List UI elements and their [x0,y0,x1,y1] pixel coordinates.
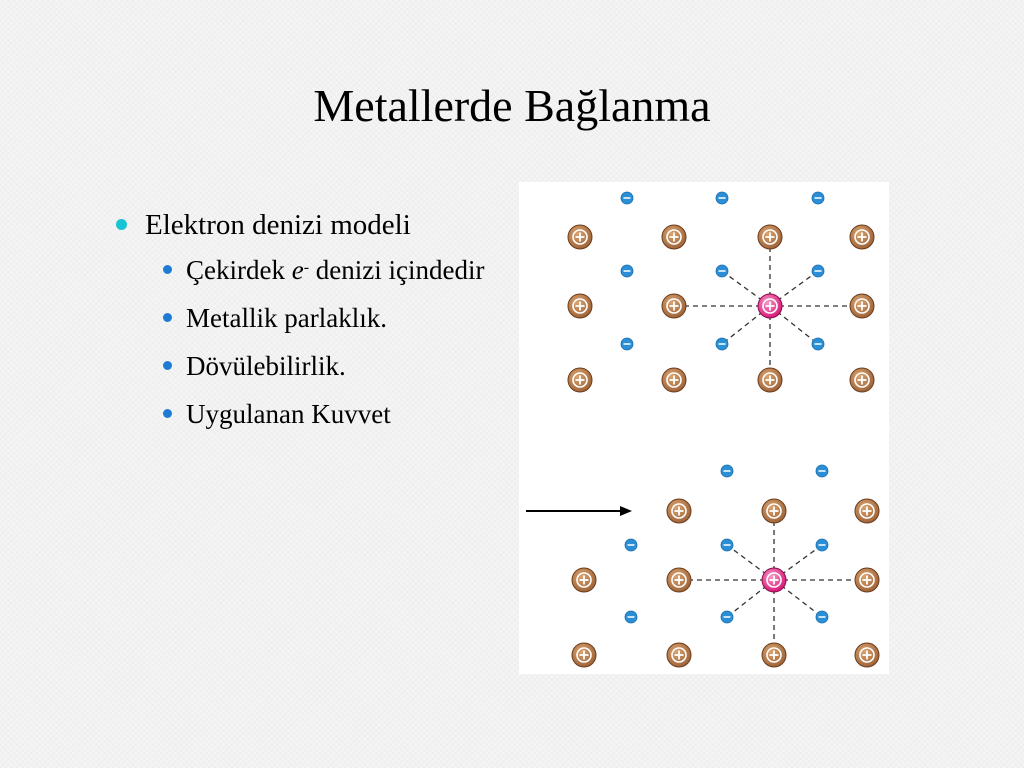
bullet-list: Elektron denizi modeli Çekirdek e- deniz… [112,205,512,445]
sub-bullet-applied-force: Uygulanan Kuvvet [112,397,512,431]
electron-charge-superscript: - [303,259,310,276]
cation [661,224,687,250]
sub-bullet-malleability: Dövülebilirlik. [112,349,512,383]
cation [854,498,880,524]
electron [715,264,729,278]
electron [815,464,829,478]
electron [815,610,829,624]
cation [567,224,593,250]
sub-bullet-dot-icon [163,313,172,322]
bullet-dot-icon [116,219,127,230]
cation [849,224,875,250]
electron [815,538,829,552]
cation [849,367,875,393]
electron [620,264,634,278]
cation [761,498,787,524]
cation [666,567,692,593]
cation [757,367,783,393]
electron [624,610,638,624]
slide-title: Metallerde Bağlanma [313,80,711,131]
electron-symbol-text: e [291,255,304,285]
cation [571,642,597,668]
electron [620,191,634,205]
electron [811,191,825,205]
electron [715,337,729,351]
sub-bullet-nucleus: Çekirdek e- denizi içindedir [112,253,512,287]
cation [666,642,692,668]
electron [720,464,734,478]
sub-bullet-nucleus-prefix: Çekirdek [186,255,292,285]
cation [854,567,880,593]
sub-bullet-nucleus-suffix: denizi içindedir [309,255,485,285]
highlighted-cation [761,567,787,593]
bullet-main: Elektron denizi modeli [112,205,512,245]
cation [661,367,687,393]
cation [571,567,597,593]
sub-bullet-luster: Metallik parlaklık. [112,301,512,335]
particles [567,191,880,668]
highlighted-cation [757,293,783,319]
cation [567,367,593,393]
electron [715,191,729,205]
sub-bullet-dot-icon [163,265,172,274]
sub-bullet-malleability-text: Dövülebilirlik. [186,351,346,381]
sub-bullet-dot-icon [163,361,172,370]
sub-bullet-dot-icon [163,409,172,418]
cation [757,224,783,250]
diagram-background [519,182,889,674]
sub-bullet-luster-text: Metallik parlaklık. [186,303,387,333]
cation [849,293,875,319]
electron [811,264,825,278]
cation [661,293,687,319]
sub-bullet-list: Çekirdek e- denizi içindedir Metallik pa… [112,253,512,431]
electron [720,538,734,552]
sub-bullet-applied-force-text: Uygulanan Kuvvet [186,399,391,429]
cation [761,642,787,668]
cation [854,642,880,668]
electron [624,538,638,552]
cation [666,498,692,524]
cation [567,293,593,319]
electron-sea-diagram [519,182,889,674]
electron [811,337,825,351]
bullet-main-text: Elektron denizi modeli [145,209,411,241]
force-arrow-icon [526,506,632,516]
electron [720,610,734,624]
electron [620,337,634,351]
